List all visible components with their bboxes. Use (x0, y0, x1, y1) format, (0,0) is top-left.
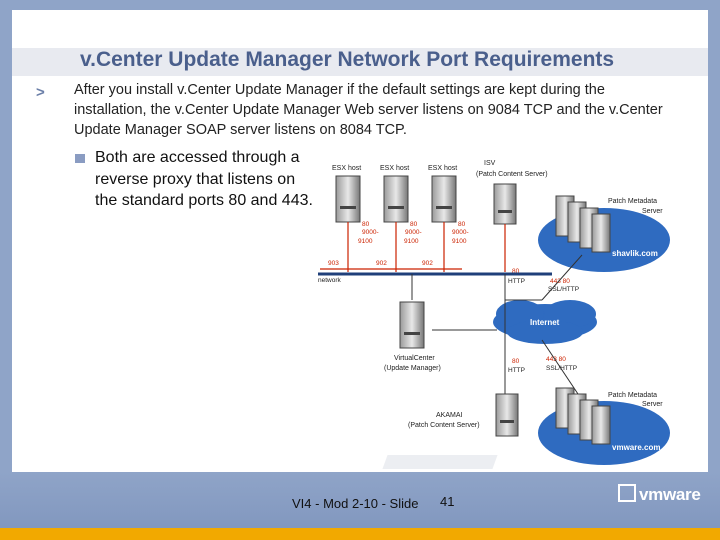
esx3-port-80: 80 (458, 221, 466, 228)
square-bullet-icon (75, 154, 85, 163)
esx-host-label-1: ESX host (332, 165, 361, 172)
vmware-com-label: vmware.com (612, 443, 660, 452)
bottom-port-80: 80 (512, 358, 520, 365)
esx-host-label-3: ESX host (428, 165, 457, 172)
isv-server (493, 183, 517, 225)
shavlik-label: shavlik.com (612, 249, 658, 258)
patch-label-top-2: Server (642, 208, 663, 215)
network-label: network (318, 277, 342, 284)
isv-label: ISV (484, 160, 496, 167)
sub-bullet-text: Both are accessed through a reverse prox… (95, 149, 313, 209)
esx-host-3 (431, 175, 457, 223)
port-902-a: 902 (376, 260, 387, 267)
vc-label: VirtualCenter (394, 355, 435, 362)
esx3-port-range-b: 9100 (452, 238, 467, 245)
esx2-port-80: 80 (410, 221, 418, 228)
esx1-port-80: 80 (362, 221, 370, 228)
akamai-sub-label: (Patch Content Server) (408, 422, 480, 429)
isv-port-80: 80 (512, 268, 520, 275)
isv-http-label: HTTP (508, 278, 525, 285)
patch-label-top-1: Patch Metadata (608, 198, 657, 205)
slide-title: v.Center Update Manager Network Port Req… (80, 48, 615, 71)
network-diagram: ESX host ESX host ESX host ISV (Patch Co… (318, 160, 670, 465)
akamai-label: AKAMAI (436, 412, 463, 419)
esx3-port-range-a: 9000- (452, 229, 469, 236)
akamai-server (495, 393, 519, 437)
bottom-port-443-80: 443 80 (546, 356, 566, 363)
vmware-logo-text: vmware (639, 485, 701, 504)
patch-metadata-servers-top (555, 195, 611, 253)
patch-metadata-servers-bottom (555, 387, 611, 445)
top-port-443-80: 443 80 (550, 278, 570, 285)
patch-label-bottom-1: Patch Metadata (608, 392, 657, 399)
esx2-port-range-b: 9100 (404, 238, 419, 245)
title-bar (12, 48, 708, 76)
port-902-b: 902 (422, 260, 433, 267)
virtualcenter-server (399, 301, 425, 349)
internet-label: Internet (530, 318, 560, 327)
esx1-port-range-a: 9000- (362, 229, 379, 236)
bottom-ssl-label: SSL/HTTP (546, 365, 577, 372)
esx-host-1 (335, 175, 361, 223)
esx-host-label-2: ESX host (380, 165, 409, 172)
bottom-http-label: HTTP (508, 367, 525, 374)
slide-number: 41 (440, 494, 455, 509)
vc-sub-label: (Update Manager) (384, 365, 441, 372)
isv-sub-label: (Patch Content Server) (476, 171, 548, 178)
footer-label: VI4 - Mod 2-10 - Slide (292, 496, 419, 511)
internet-cloud (493, 300, 597, 344)
patch-label-bottom-2: Server (642, 401, 663, 408)
top-ssl-label: SSL/HTTP (548, 286, 579, 293)
footer-orange-bar (0, 528, 720, 540)
watermark-shape (382, 455, 498, 469)
vmware-logo: vmware (618, 484, 701, 505)
esx1-port-range-b: 9100 (358, 238, 373, 245)
port-903: 903 (328, 260, 339, 267)
esx2-port-range-a: 9000- (405, 229, 422, 236)
vmware-logo-icon (618, 484, 636, 502)
bullet-arrow-icon: > (36, 84, 45, 101)
bullet-text: After you install v.Center Update Manage… (74, 82, 663, 138)
esx-host-2 (383, 175, 409, 223)
